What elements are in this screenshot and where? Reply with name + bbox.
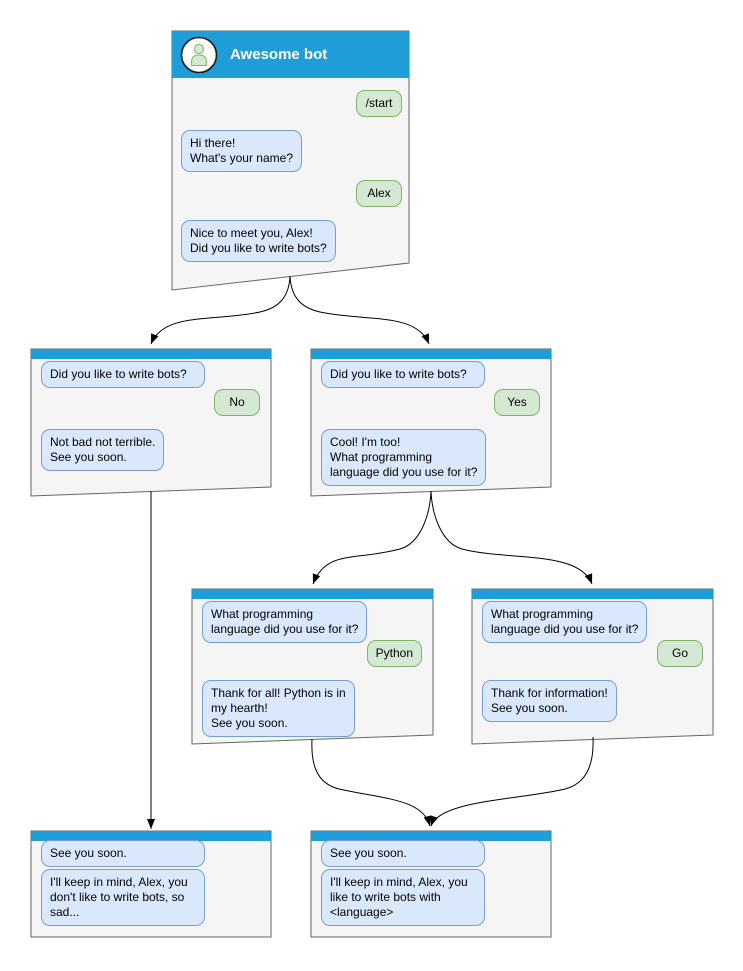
bot-message: See you soon. bbox=[41, 840, 205, 867]
bot-message-greeting: Hi there! What's your name? bbox=[181, 130, 303, 172]
bot-message-reply: Cool! I'm too! What programming language… bbox=[321, 429, 487, 486]
bot-message-question: Did you like to write bots? bbox=[321, 361, 485, 388]
chat-window-no-branch: Did you like to write bots? No Not bad n… bbox=[31, 349, 271, 496]
bot-message-reply: Not bad not terrible. See you soon. bbox=[41, 429, 165, 471]
chat-window-header bbox=[311, 831, 551, 841]
bot-message: See you soon. bbox=[321, 840, 485, 867]
chat-window-title: Awesome bot bbox=[230, 46, 328, 63]
bot-message-question: Did you like to write bots? bbox=[41, 361, 205, 388]
chat-window-header bbox=[31, 349, 271, 359]
chat-window-header bbox=[192, 589, 433, 599]
arrow-yes-to-go bbox=[430, 490, 593, 585]
arrow-main-to-yes bbox=[289, 275, 430, 345]
chat-window-python-branch: What programming language did you use fo… bbox=[192, 589, 433, 744]
chat-window-end-no: See you soon. I'll keep in mind, Alex, y… bbox=[31, 831, 271, 937]
bot-message-reply: I'll keep in mind, Alex, you don't like … bbox=[41, 869, 205, 926]
arrow-main-to-no bbox=[150, 275, 291, 345]
chat-window-end-yes: See you soon. I'll keep in mind, Alex, y… bbox=[311, 831, 551, 937]
user-message-start: /start bbox=[356, 90, 402, 117]
user-message-answer: Yes bbox=[494, 389, 540, 416]
chat-window-header bbox=[31, 831, 271, 841]
chat-window-main: Awesome bot /start Hi there! What's your… bbox=[172, 31, 409, 290]
person-icon bbox=[180, 36, 218, 74]
arrow-python-to-end bbox=[311, 738, 432, 827]
chat-window-go-branch: What programming language did you use fo… bbox=[472, 589, 713, 744]
bot-message-reply: I'll keep in mind, Alex, you like to wri… bbox=[321, 869, 485, 926]
arrow-go-to-end bbox=[430, 736, 594, 827]
bot-message-question: Nice to meet you, Alex! Did you like to … bbox=[181, 220, 336, 262]
user-message-name: Alex bbox=[356, 180, 402, 207]
user-message-answer: No bbox=[214, 389, 260, 416]
bot-message-question: What programming language did you use fo… bbox=[482, 601, 648, 643]
chat-window-header bbox=[311, 349, 551, 359]
chat-window-yes-branch: Did you like to write bots? Yes Cool! I'… bbox=[311, 349, 551, 496]
bot-message-question: What programming language did you use fo… bbox=[202, 601, 368, 643]
bot-message-reply: Thank for all! Python is in my hearth! S… bbox=[202, 680, 355, 737]
user-message-answer: Python bbox=[366, 640, 422, 667]
bot-message-reply: Thank for information! See you soon. bbox=[482, 680, 617, 722]
chat-window-header bbox=[472, 589, 713, 599]
chat-window-header: Awesome bot bbox=[172, 31, 409, 78]
arrow-yes-to-python bbox=[312, 490, 432, 585]
user-message-answer: Go bbox=[657, 640, 703, 667]
